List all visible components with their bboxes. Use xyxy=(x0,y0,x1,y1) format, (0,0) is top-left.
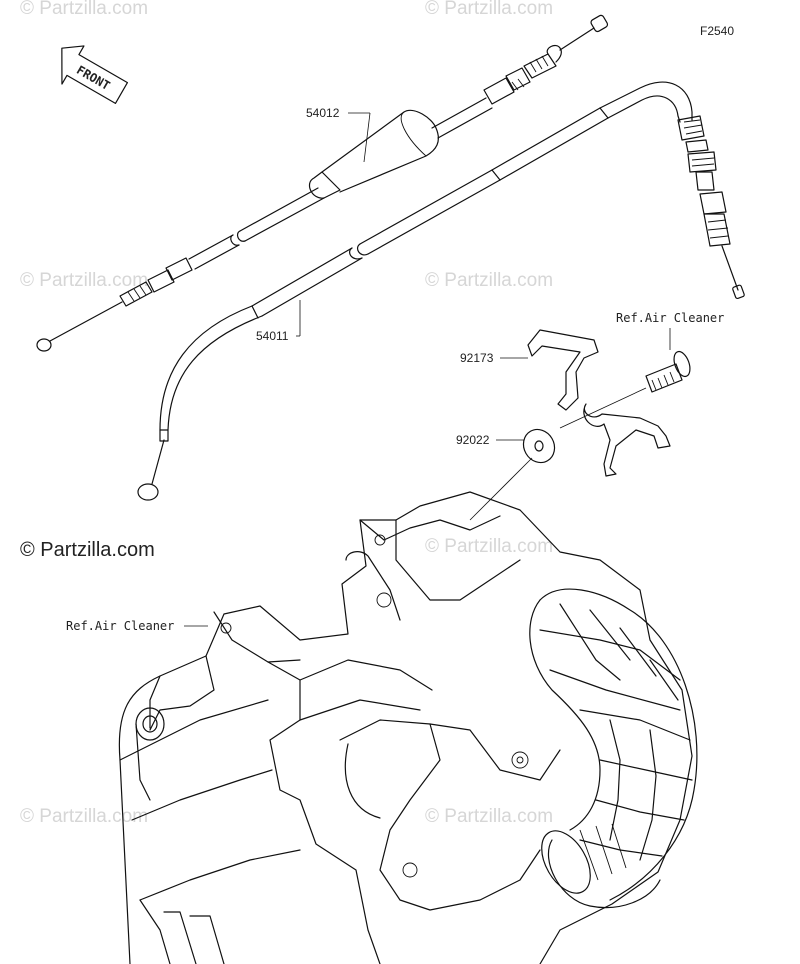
watermark: © Partzilla.com xyxy=(425,0,553,19)
front-arrow-icon: FRONT xyxy=(61,45,129,104)
label-92022: 92022 xyxy=(456,433,524,447)
svg-text:92173: 92173 xyxy=(460,351,494,365)
watermark: © Partzilla.com xyxy=(425,806,553,827)
svg-text:54011: 54011 xyxy=(256,329,289,343)
washer-icon xyxy=(469,428,556,521)
watermark: © Partzilla.com xyxy=(20,0,148,19)
svg-text:Ref.Air Cleaner: Ref.Air Cleaner xyxy=(66,619,174,633)
bolt-icon xyxy=(559,350,691,429)
svg-text:Ref.Air Cleaner: Ref.Air Cleaner xyxy=(616,311,724,325)
cable-clamp xyxy=(527,329,671,477)
figure-code: F2540 xyxy=(700,24,734,38)
label-ref-air-cleaner-top: Ref.Air Cleaner xyxy=(616,311,724,350)
label-ref-air-cleaner-left: Ref.Air Cleaner xyxy=(66,619,208,633)
svg-text:92022: 92022 xyxy=(456,433,490,447)
partzilla-watermark: © Partzilla.com xyxy=(20,539,155,561)
svg-text:54012: 54012 xyxy=(306,106,340,120)
label-92173: 92173 xyxy=(460,351,528,365)
intake-duct xyxy=(529,588,698,909)
watermark: © Partzilla.com xyxy=(20,806,148,827)
throttle-cable-lower xyxy=(137,81,745,501)
watermark: © Partzilla.com xyxy=(425,536,553,557)
air-cleaner-housing xyxy=(118,491,693,964)
watermark: © Partzilla.com xyxy=(20,270,148,291)
front-label: FRONT xyxy=(74,63,112,93)
label-54011: 54011 xyxy=(256,300,301,343)
watermark: © Partzilla.com xyxy=(425,270,553,291)
label-54012: 54012 xyxy=(306,106,371,163)
watermark-group: © Partzilla.com © Partzilla.com © Partzi… xyxy=(20,0,553,827)
throttle-cable-upper xyxy=(36,14,609,352)
